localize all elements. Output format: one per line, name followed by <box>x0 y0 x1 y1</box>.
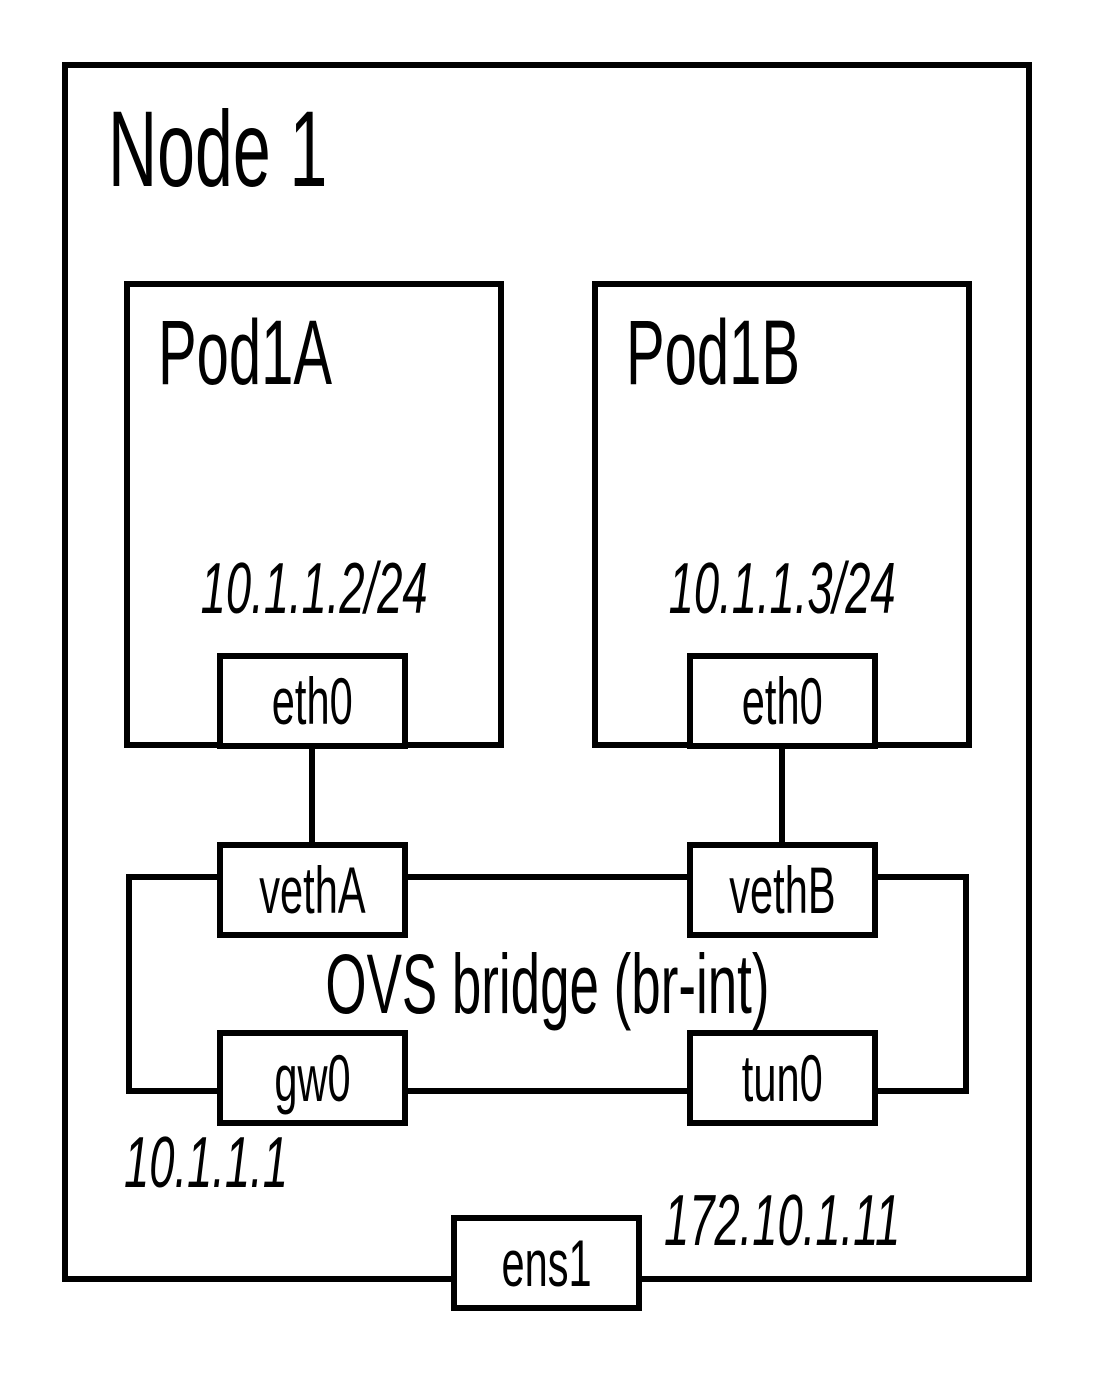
node-title: Node 1 <box>108 86 456 211</box>
gateway-ip-label: 10.1.1.1 <box>124 1123 288 1203</box>
pod1b-veth-link-line <box>779 744 785 848</box>
pod1a-ip-label: 10.1.1.2/24 <box>200 549 428 629</box>
ovs-bridge-label: OVS bridge (br-int) <box>325 937 770 1031</box>
pod1b-title: Pod1B <box>626 302 801 404</box>
pod1b-eth0-label: eth0 <box>742 664 823 738</box>
ovs-bridge-box <box>126 874 969 1094</box>
gw0-label: gw0 <box>274 1041 351 1115</box>
ens1-label: ens1 <box>501 1226 592 1300</box>
vetha-label: vethA <box>259 853 366 927</box>
pod1b-box: Pod1B 10.1.1.3/24 <box>592 281 972 748</box>
node-title-text: Node 1 <box>108 88 328 209</box>
pod1b-ip-label: 10.1.1.3/24 <box>668 549 896 629</box>
tun0-port: tun0 <box>687 1030 878 1126</box>
pod1a-eth0-port: eth0 <box>217 653 408 749</box>
vethb-label: vethB <box>729 853 836 927</box>
vethb-port: vethB <box>687 842 878 938</box>
vetha-port: vethA <box>217 842 408 938</box>
pod1a-eth0-label: eth0 <box>272 664 353 738</box>
pod1a-title: Pod1A <box>158 302 333 404</box>
gw0-port: gw0 <box>217 1030 408 1126</box>
ens1-port: ens1 <box>451 1215 642 1311</box>
pod1a-veth-link-line <box>309 744 315 848</box>
external-ip-label: 172.10.1.11 <box>664 1181 901 1261</box>
tun0-label: tun0 <box>742 1041 823 1115</box>
pod1b-eth0-port: eth0 <box>687 653 878 749</box>
